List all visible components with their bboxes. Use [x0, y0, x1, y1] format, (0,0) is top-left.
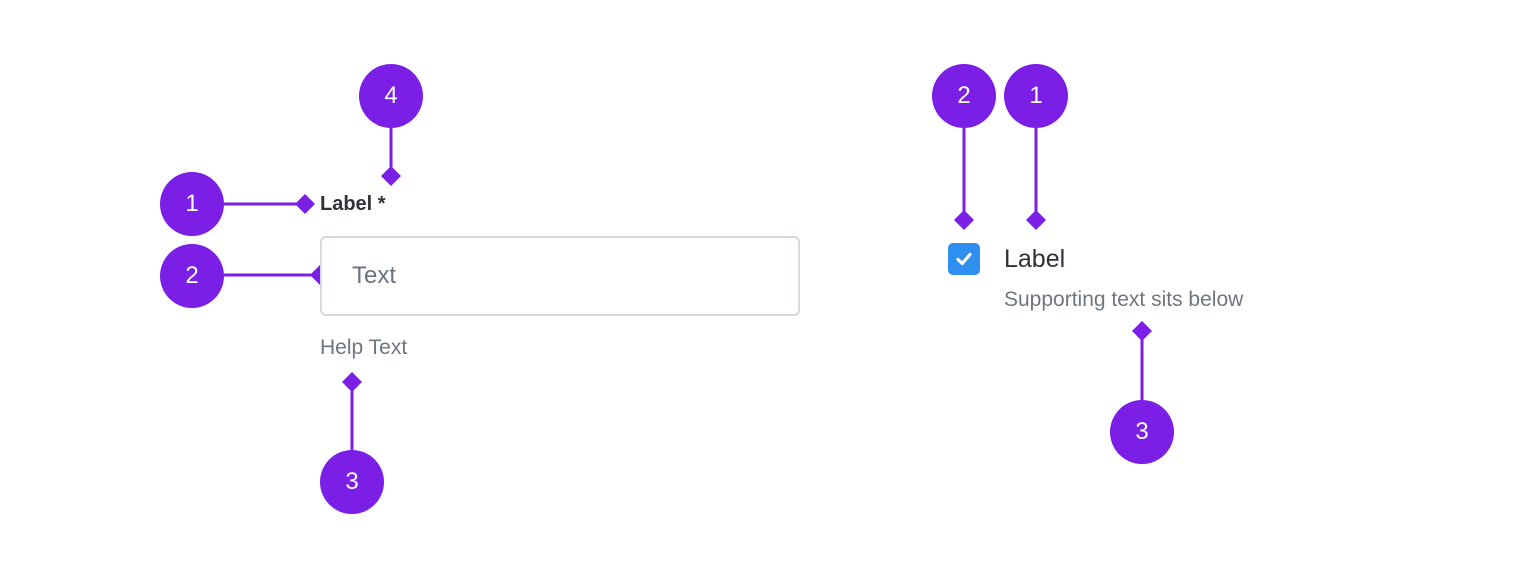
checkbox-label[interactable]: Label: [1004, 245, 1066, 273]
marker-supporting-text: 3: [1110, 400, 1174, 464]
marker-checkbox-label: 1: [1004, 64, 1068, 128]
supporting-text: Supporting text sits below: [1004, 288, 1244, 311]
connector-diamond-support: [1132, 321, 1152, 341]
connector-diamond-cb-label: [1026, 210, 1046, 230]
help-text: Help Text: [320, 336, 408, 359]
marker-help-text: 3: [320, 450, 384, 514]
marker-field-label: 1: [160, 172, 224, 236]
connector-diamond-label: [295, 194, 315, 214]
checkmark-icon: [956, 252, 972, 266]
marker-checkbox: 2: [932, 64, 996, 128]
marker-text-input: 2: [160, 244, 224, 308]
connector-diamond-required: [381, 166, 401, 186]
checkbox[interactable]: [948, 243, 980, 275]
field-label: Label *: [320, 193, 386, 215]
text-input[interactable]: [320, 236, 800, 316]
connector-diamond-checkbox: [954, 210, 974, 230]
connector-diamond-help: [342, 372, 362, 392]
marker-required-indicator: 4: [359, 64, 423, 128]
